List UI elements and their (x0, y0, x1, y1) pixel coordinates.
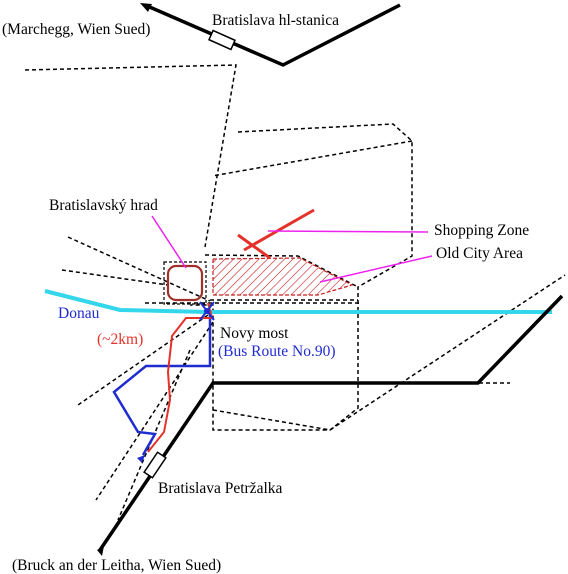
bus-route-arrow-icon (137, 455, 145, 463)
callout-shopping (267, 230, 429, 233)
station-icon (208, 29, 236, 51)
label-shopping-zone: Shopping Zone (434, 222, 529, 239)
label-marchegg: (Marchegg, Wien Sued) (2, 21, 150, 38)
road-south-west-2 (95, 321, 214, 501)
label-petrzalka: Bratislava Petržalka (158, 480, 282, 497)
label-distance: (~2km) (97, 331, 143, 348)
label-old-city-area: Old City Area (436, 245, 523, 262)
road-west-2 (61, 269, 169, 286)
callout-castle (151, 215, 187, 269)
label-novy-most: Novy most (220, 325, 289, 342)
road-south-west-1 (77, 314, 209, 406)
bridge-node (204, 308, 210, 314)
road-upper-loop (190, 123, 413, 431)
shopping-street-1 (243, 208, 315, 252)
castle-frame (163, 261, 207, 305)
callout-lines (151, 215, 433, 283)
railway-south (98, 294, 564, 551)
road-north-east (211, 140, 413, 177)
old-city-area-zone (212, 257, 354, 296)
bus-route-path (112, 310, 212, 456)
station-icon (143, 451, 167, 479)
label-bruck: (Bruck an der Leitha, Wien Sued) (12, 557, 221, 574)
road-loop-top (204, 254, 359, 288)
railway-north-arrow-icon (140, 3, 152, 12)
road-network (24, 64, 566, 521)
label-bratislavsky-hrad: Bratislavský hrad (49, 197, 158, 214)
label-bus-route: (Bus Route No.90) (218, 343, 336, 360)
label-bratislava-hl-stanica: Bratislava hl-stanica (212, 12, 339, 29)
label-donau: Donau (58, 305, 100, 322)
callout-old-city (319, 255, 433, 283)
road-west-1 (67, 236, 211, 302)
shopping-street-2 (237, 233, 271, 260)
shopping-zone-marker (237, 208, 315, 260)
railway-south-arrow-icon (97, 546, 104, 556)
donau-river (44, 289, 552, 314)
walking-route-path (147, 302, 214, 453)
road-north-west (24, 64, 237, 248)
railway-north (144, 3, 401, 67)
